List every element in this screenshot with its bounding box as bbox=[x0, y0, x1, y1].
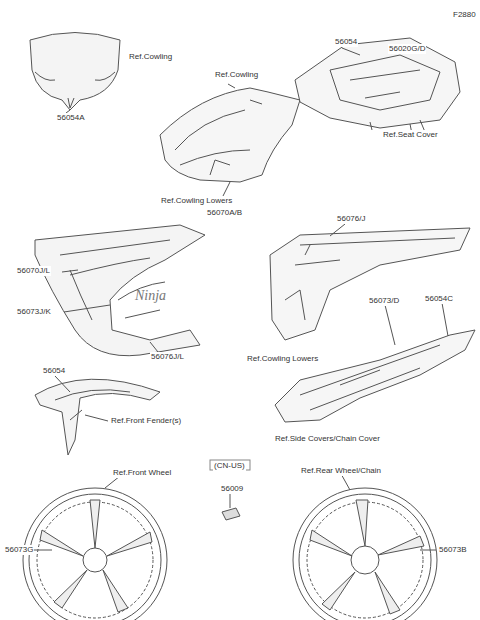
callout-number: 56070A/B bbox=[206, 208, 243, 218]
part-name: Ref.Cowling Lowers bbox=[246, 354, 319, 364]
svg-text:Ninja: Ninja bbox=[134, 288, 166, 303]
callout-number: 56070J/L bbox=[16, 266, 51, 276]
part-name: Ref.Cowling bbox=[128, 52, 173, 62]
callout-number: 56020G/D bbox=[388, 44, 426, 54]
callout-number: 56076J/L bbox=[150, 352, 185, 362]
callout-number: 56054 bbox=[42, 366, 66, 376]
callout-number: 56073G bbox=[4, 545, 34, 555]
part-name: Ref.Cowling Lowers bbox=[160, 196, 233, 206]
part-name: Ref.Front Fender(s) bbox=[110, 416, 182, 426]
callout-number: 56073B bbox=[438, 545, 468, 555]
callout-number: 56054C bbox=[424, 294, 454, 304]
callout-number: F2880 bbox=[452, 10, 477, 20]
part-name: Ref.Rear Wheel/Chain bbox=[300, 466, 382, 476]
part-name: Ref.Seat Cover bbox=[382, 130, 439, 140]
callout-number: 56073J/K bbox=[16, 307, 52, 317]
callout-number: 56009 bbox=[220, 484, 244, 494]
callout-number: 56054 bbox=[334, 37, 358, 47]
callout-number: 56054A bbox=[56, 113, 86, 123]
part-name: Ref.Cowling bbox=[214, 70, 259, 80]
callout-number: 56076/J bbox=[336, 214, 366, 224]
part-name: Ref.Side Covers/Chain Cover bbox=[274, 434, 381, 444]
region-note: (CN-US) bbox=[213, 461, 246, 471]
callout-number: 56073/D bbox=[368, 296, 400, 306]
part-name: Ref.Front Wheel bbox=[112, 468, 172, 478]
